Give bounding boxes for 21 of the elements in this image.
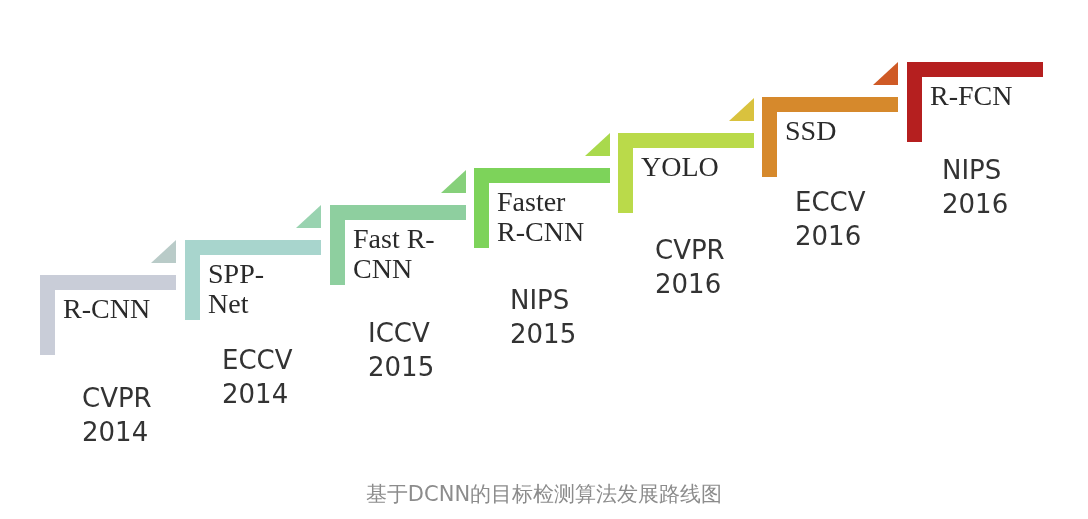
- venue-year: CVPR 2014: [82, 382, 153, 449]
- stair-step: [474, 133, 610, 249]
- venue-year: NIPS 2016: [942, 154, 1010, 221]
- stair-step: [762, 62, 898, 178]
- method-name: R-CNN: [63, 294, 152, 324]
- method-name: YOLO: [641, 152, 720, 182]
- stair-step: [185, 205, 321, 321]
- caption: 基于DCNN的目标检测算法发展路线图: [365, 481, 723, 508]
- stair-step: [40, 240, 176, 356]
- method-name: Fast R-CNN: [353, 224, 436, 284]
- method-name: SPP-Net: [208, 259, 266, 319]
- venue-year: NIPS 2015: [510, 284, 578, 351]
- method-name: SSD: [785, 116, 838, 146]
- stair-step: [330, 170, 466, 286]
- venue-year: ECCV 2016: [795, 186, 867, 253]
- venue-year: ICCV 2015: [368, 317, 436, 384]
- venue-year: ECCV 2014: [222, 344, 294, 411]
- stair-step: [618, 98, 754, 214]
- venue-year: CVPR 2016: [655, 234, 726, 301]
- method-name: Faster R-CNN: [497, 187, 586, 247]
- method-name: R-FCN: [930, 81, 1014, 111]
